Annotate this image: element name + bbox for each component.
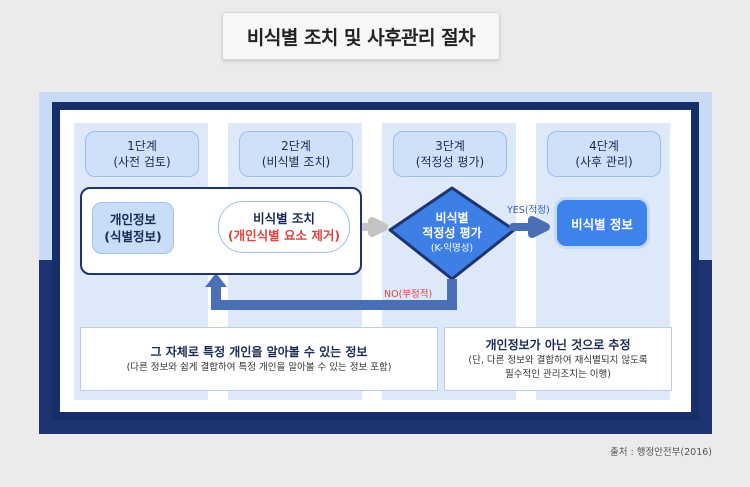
assessment-line1: 비식별 [435,210,469,225]
stage-2-subtitle: (비식별 조치) [261,155,331,169]
personal-info-label: 개인정보 [109,212,156,227]
description-left: 그 자체로 특정 개인을 알아볼 수 있는 정보 (다른 정보와 쉽게 결합하여… [80,327,438,391]
node-deidentified-info: 비식별 정보 [557,200,647,246]
stage-4-title: 4단계 [589,139,619,153]
stage-1-label: 1단계 (사전 검토) [85,131,199,177]
personal-info-sub: (식별정보) [104,229,162,244]
arrow-yes [509,216,550,238]
description-right: 개인정보가 아닌 것으로 추정 (단, 다른 정보와 결합하여 재식별되지 않도… [444,327,672,391]
deident-sub: (개인식별 요소 제거) [227,228,341,243]
no-label: NO(부정적) [384,289,433,300]
node-deidentification: 비식별 조치 (개인식별 요소 제거) [218,201,350,253]
page-title: 비식별 조치 및 사후관리 절차 [222,12,500,60]
description-left-sub: (다른 정보와 쉽게 결합하여 특정 개인을 알아볼 수 있는 정보 포함) [126,362,392,373]
node-personal-info: 개인정보 (식별정보) [92,202,174,254]
yes-label: YES(적정) [507,205,550,216]
arrow-no-head [205,273,227,287]
stage-3-label: 3단계 (적정성 평가) [393,131,507,177]
stage-4-label: 4단계 (사후 관리) [547,131,661,177]
stage-1-subtitle: (사전 검토) [113,155,171,169]
source-caption: 출처 : 행정안전부(2016) [609,447,712,458]
description-left-heading: 그 자체로 특정 개인을 알아볼 수 있는 정보 [150,345,368,359]
assessment-line3: (K-익명성) [430,242,474,254]
stage-2-label: 2단계 (비식별 조치) [239,131,353,177]
stage-3-title: 3단계 [435,139,465,153]
assessment-line2: 적정성 평가 [422,225,482,240]
arrow-deident-to-assessment [356,217,388,237]
deidentified-info-label: 비식별 정보 [571,216,633,232]
stage-2-title: 2단계 [281,139,311,153]
deident-label: 비식별 조치 [253,211,315,226]
stage-3-subtitle: (적정성 평가) [415,155,485,169]
stage-4-subtitle: (사후 관리) [575,155,633,169]
description-right-sub-1: (단, 다른 정보와 결합하여 재식별되지 않도록 [468,355,648,366]
arrow-no-loop [211,279,457,310]
stage-1-title: 1단계 [127,139,157,153]
description-right-sub-2: 필수적인 관리조치는 이행) [505,369,611,380]
node-assessment: 비식별 적정성 평가 (K-익명성) [390,205,514,261]
description-right-heading: 개인정보가 아닌 것으로 추정 [485,338,631,352]
